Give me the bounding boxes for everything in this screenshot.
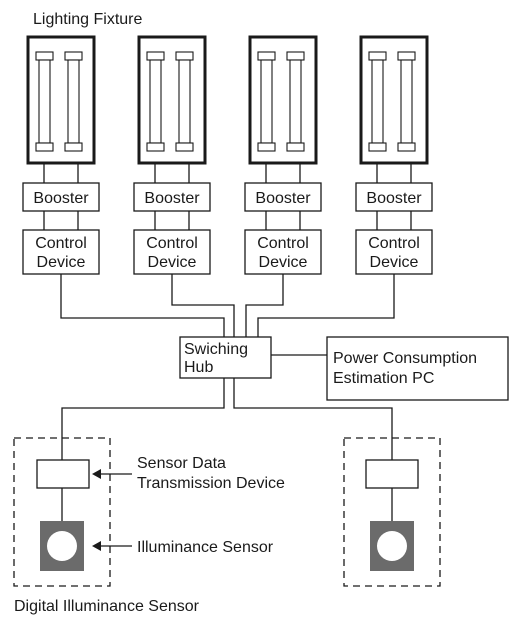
control-device-box [22, 229, 100, 275]
control-device-label-line2: Device [259, 254, 308, 271]
cable-sensor-right [233, 378, 393, 460]
pc-label-line1: Power Consumption [333, 350, 477, 367]
control-device-label-line1: Control [368, 235, 420, 252]
pc-label-line2: Estimation PC [333, 370, 434, 387]
sensor-data-transmission-device [36, 459, 90, 489]
lamp-cap [64, 142, 83, 152]
sensor-dashed-boundary [13, 437, 111, 587]
cable-control-1 [60, 274, 225, 337]
booster-box [244, 182, 322, 212]
lamp-cap [175, 142, 194, 152]
switching-hub-label-line1: Swiching [184, 341, 248, 358]
switching-hub-label-line2: Hub [184, 359, 213, 376]
lamp-cap [368, 142, 387, 152]
lamp-tube [149, 59, 162, 144]
switching-hub-box [179, 336, 272, 379]
lamp-tube [260, 59, 273, 144]
lamp-tube [178, 59, 191, 144]
illuminance-sensor-label: Illuminance Sensor [137, 539, 274, 556]
lamp-tube [38, 59, 51, 144]
sensor-data-label-line2: Transmission Device [137, 475, 285, 492]
control-device-label-line1: Control [35, 235, 87, 252]
control-device-label-line2: Device [370, 254, 419, 271]
lamp-cap [368, 51, 387, 61]
cable-control-4 [257, 274, 395, 337]
lamp-cap [175, 51, 194, 61]
control-device-label-line2: Device [37, 254, 86, 271]
lighting-fixture-4: Booster Control Device [355, 35, 433, 275]
callout-illuminance [92, 541, 132, 551]
lighting-fixture-3: Booster Control Device [244, 35, 322, 275]
digital-illuminance-sensor-caption: Digital Illuminance Sensor [14, 598, 200, 615]
illuminance-sensor-lens [47, 531, 77, 561]
booster-label: Booster [144, 190, 200, 207]
lamp-tube [289, 59, 302, 144]
cable-sensor-left [61, 378, 225, 460]
lamp-cap [397, 51, 416, 61]
lamp-cap [286, 142, 305, 152]
control-device-box [355, 229, 433, 275]
lamp-cap [257, 142, 276, 152]
booster-label: Booster [366, 190, 422, 207]
lamp-cap [146, 51, 165, 61]
lamp-cap [286, 51, 305, 61]
control-device-box [244, 229, 322, 275]
booster-label: Booster [255, 190, 311, 207]
network-cables [60, 274, 395, 460]
cable-control-2 [171, 274, 235, 337]
control-device-label-line2: Device [148, 254, 197, 271]
lamp-tube [67, 59, 80, 144]
digital-illuminance-sensor-right [343, 437, 441, 587]
lamp-tube [400, 59, 413, 144]
lamp-cap [64, 51, 83, 61]
sensor-data-transmission-device [365, 459, 419, 489]
control-device-label-line1: Control [257, 235, 309, 252]
lamp-cap [257, 51, 276, 61]
lighting-fixture-2: Booster Control Device [133, 35, 211, 275]
control-device-box [133, 229, 211, 275]
lamp-cap [35, 142, 54, 152]
cable-control-3 [245, 274, 284, 337]
booster-box [133, 182, 211, 212]
lamp-cap [397, 142, 416, 152]
sensor-data-label-line1: Sensor Data [137, 455, 226, 472]
illuminance-sensor-lens [377, 531, 407, 561]
digital-illuminance-sensor-left [13, 437, 111, 587]
lamp-tube [371, 59, 384, 144]
arrowhead [92, 469, 101, 479]
lighting-fixture-1: Booster Control Device [22, 35, 100, 275]
control-device-label-line1: Control [146, 235, 198, 252]
sensor-dashed-boundary [343, 437, 441, 587]
booster-box [22, 182, 100, 212]
arrowhead [92, 541, 101, 551]
booster-label: Booster [33, 190, 89, 207]
callout-sensor-data [92, 469, 132, 479]
booster-box [355, 182, 433, 212]
lighting-fixture-title: Lighting Fixture [33, 11, 142, 28]
power-consumption-pc-box [326, 336, 509, 401]
lamp-cap [146, 142, 165, 152]
lamp-cap [35, 51, 54, 61]
